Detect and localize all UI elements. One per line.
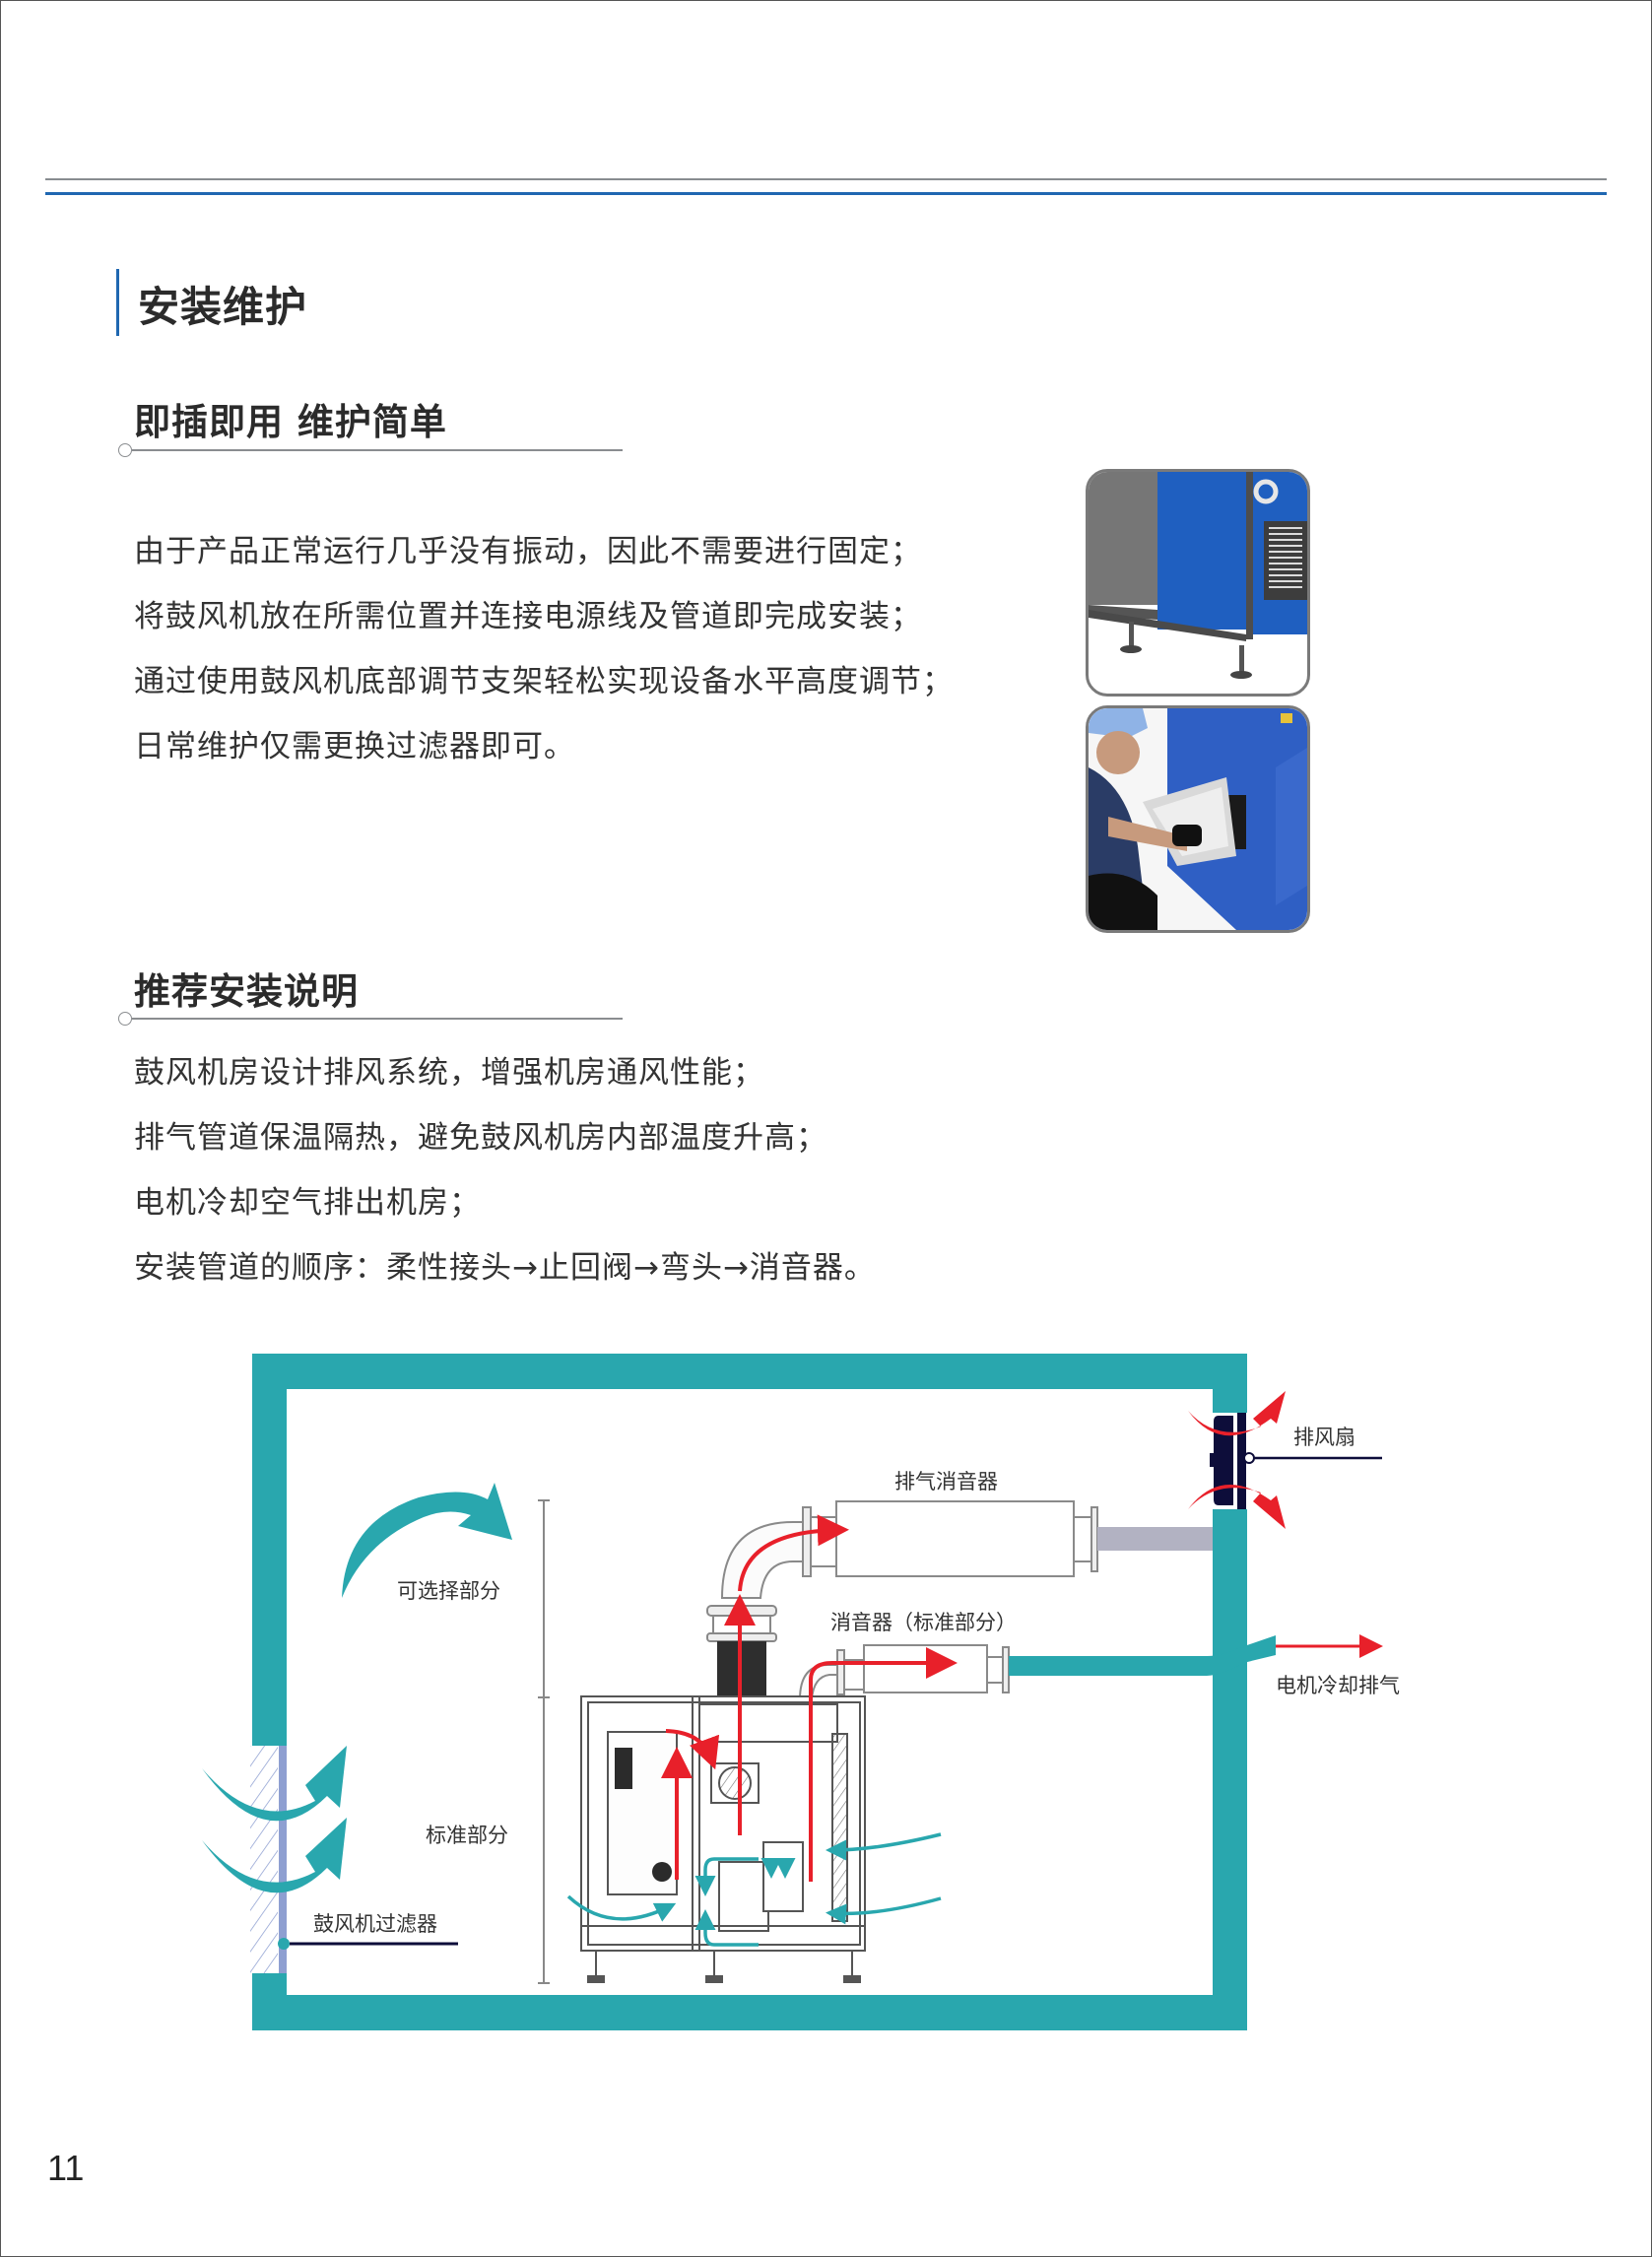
standard-silencer <box>798 1644 1010 1700</box>
header-rule-blue <box>45 192 1607 195</box>
plug-and-play-line: 通过使用鼓风机底部调节支架轻松实现设备水平高度调节； <box>134 664 954 699</box>
blower-machine <box>580 1695 866 1983</box>
label-silencer-standard: 消音器（标准部分） <box>830 1611 1017 1634</box>
recommendations-rule <box>132 1018 623 1020</box>
exhaust-silencer <box>720 1500 1213 1599</box>
blower-base-illustration <box>1089 472 1307 679</box>
exhaust-fan <box>1188 1391 1382 1529</box>
label-exhaust-silencer: 排气消音器 <box>894 1470 998 1494</box>
blower-filter <box>250 1746 458 1973</box>
intake-airflow-arrows <box>202 1746 347 1893</box>
plug-and-play-line: 将鼓风机放在所需位置并连接电源线及管道即完成安装； <box>134 599 922 634</box>
wall-bottom <box>252 1995 1247 2030</box>
label-standard-part: 标准部分 <box>426 1824 508 1847</box>
plug-and-play-line: 由于产品正常运行几乎没有振动，因此不需要进行固定； <box>134 534 922 569</box>
wall-right-upper <box>1213 1354 1247 1413</box>
recommendation-line: 排气管道保温隔热，避免鼓风机房内部温度升高； <box>134 1120 827 1156</box>
section-accent-bar <box>116 269 119 336</box>
wall-left-upper <box>252 1354 287 1746</box>
recommendation-line: 安装管道的顺序：柔性接头→止回阀→弯头→消音器。 <box>134 1250 876 1286</box>
optional-part-arrow <box>342 1483 512 1598</box>
room-walls <box>252 1354 1247 2030</box>
recommendations-title: 推荐安装说明 <box>134 970 359 1013</box>
header-rule-gray <box>45 178 1607 180</box>
wall-right-lower <box>1213 1509 1247 2030</box>
section-title: 安装维护 <box>138 283 308 331</box>
technician-illustration <box>1089 708 1307 930</box>
dimension-line <box>538 1499 550 1984</box>
recommendation-line: 电机冷却空气排出机房； <box>134 1185 481 1221</box>
plug-and-play-line: 日常维护仅需更换过滤器即可。 <box>134 729 575 764</box>
wall-left-lower <box>252 1973 287 2030</box>
label-optional-part: 可选择部分 <box>397 1579 500 1603</box>
wall-top <box>252 1354 1247 1389</box>
plug-and-play-rule <box>132 449 623 451</box>
label-exhaust-fan: 排风扇 <box>1293 1426 1355 1449</box>
hot-air-flow <box>661 1514 958 1882</box>
recommendations-text: 鼓风机房设计排风系统，增强机房通风性能； 排气管道保温隔热，避免鼓风机房内部温度… <box>134 1040 876 1300</box>
label-motor-cooling-exhaust: 电机冷却排气 <box>1276 1674 1400 1697</box>
blower-base-adjustable-feet-photo <box>1086 469 1310 697</box>
filter-replacement-photo <box>1086 705 1310 933</box>
label-blower-filter: 鼓风机过滤器 <box>313 1912 437 1936</box>
plug-and-play-rule-dot <box>118 443 132 457</box>
motor-cooling-duct <box>1009 1635 1276 1676</box>
page-number: 11 <box>47 2148 85 2188</box>
plug-and-play-text: 由于产品正常运行几乎没有振动，因此不需要进行固定； 将鼓风机放在所需位置并连接电… <box>134 519 954 779</box>
recommendation-line: 鼓风机房设计排风系统，增强机房通风性能； <box>134 1055 764 1091</box>
recommendations-rule-dot <box>118 1012 132 1026</box>
cool-air-flow <box>566 1832 942 1947</box>
plug-and-play-title: 即插即用 维护简单 <box>134 401 447 443</box>
